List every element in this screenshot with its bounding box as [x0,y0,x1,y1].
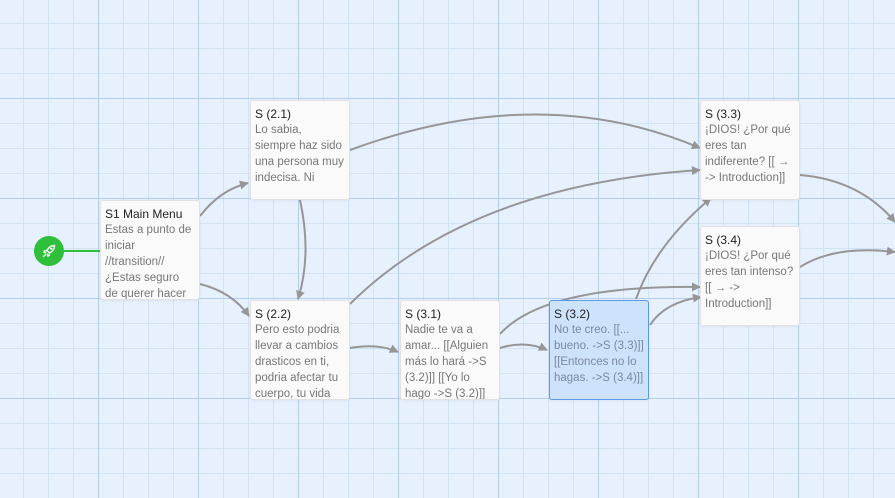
arrow-s32-to-s33 [635,197,712,300]
arrow-s22-to-s31 [349,344,399,353]
arrow-s31-to-s34 [499,282,701,335]
passage-s-2-2[interactable]: S (2.2) Pero esto podria llevar a cambio… [250,300,350,400]
arrow-s34-offscreen [799,246,895,268]
arrow-s32-to-s34 [649,293,702,326]
passage-s1-main-menu[interactable]: S1 Main Menu Estas a punto de iniciar //… [100,200,200,300]
passage-title: S (2.2) [255,307,292,321]
start-rocket-icon[interactable] [34,236,64,266]
passage-excerpt: ¡DIOS! ¿Por qué eres tan indiferente? [[… [705,124,791,184]
arrow-s31-to-s32 [499,342,548,351]
arrow-s33-offscreen [799,174,895,223]
passage-excerpt: No te creo. [[... bueno. ->S (3.3)]] [[E… [554,324,644,384]
passage-excerpt: Lo sabia, siempre haz sido una persona m… [255,124,344,184]
arrow-s22-to-s33 [349,166,701,305]
passage-title: S (3.2) [554,307,591,321]
passage-excerpt: ¡DIOS! ¿Por qué eres tan intenso? [[ → -… [705,250,794,310]
passage-s-3-2[interactable]: S (3.2) No te creo. [[... bueno. ->S (3.… [549,300,649,400]
passage-title: S (2.1) [255,107,292,121]
passage-s-3-3[interactable]: S (3.3) ¡DIOS! ¿Por qué eres tan indifer… [700,100,800,200]
passage-excerpt: Pero esto podria llevar a cambios drasti… [255,324,340,400]
arrow-s1-to-s21 [199,180,249,217]
arrow-s21-to-s22 [296,199,307,300]
arrow-s21-to-s33 [349,113,701,151]
passage-excerpt: Estas a punto de iniciar //transition// … [105,224,192,300]
passage-title: S (3.4) [705,233,742,247]
arrow-s1-to-s22 [199,283,250,317]
rocket-icon [42,244,56,258]
passage-title: S1 Main Menu [105,207,183,221]
passage-title: S (3.1) [405,307,442,321]
passage-excerpt: Nadie te va a amar... [[Alguien más lo h… [405,324,489,400]
passage-s-3-4[interactable]: S (3.4) ¡DIOS! ¿Por qué eres tan intenso… [700,226,800,326]
passage-title: S (3.3) [705,107,742,121]
passage-s-2-1[interactable]: S (2.1) Lo sabia, siempre haz sido una p… [250,100,350,200]
passage-s-3-1[interactable]: S (3.1) Nadie te va a amar... [[Alguien … [400,300,500,400]
